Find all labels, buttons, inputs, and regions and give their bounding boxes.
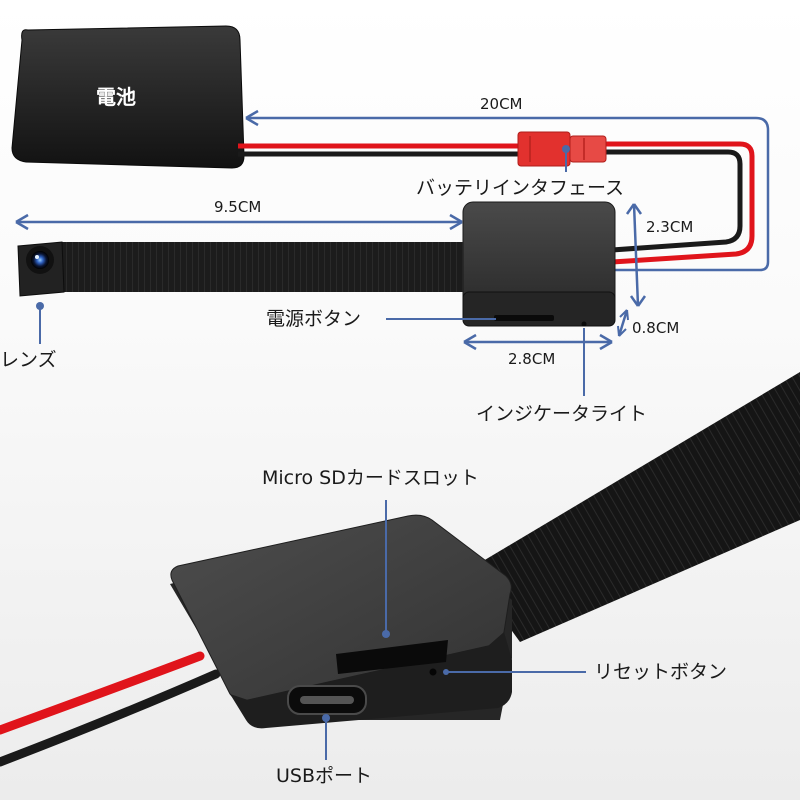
reset-button-callout: リセットボタン: [443, 661, 727, 683]
power-button-slot: [494, 315, 554, 321]
battery-label: 電池: [96, 85, 136, 109]
battery-wires: [238, 141, 755, 265]
lens-callout: レンズ: [0, 302, 57, 371]
usb-port-label: USBポート: [276, 765, 372, 787]
battery-interface-callout: バッテリインタフェース: [416, 145, 624, 199]
reset-button-hole: [429, 668, 437, 676]
bottom-wires: [0, 651, 221, 767]
sd-card-slot: [336, 640, 448, 674]
sd-slot-callout: Micro SDカードスロット: [262, 467, 479, 638]
cable-length-label: 20CM: [480, 95, 523, 113]
sd-slot-label: Micro SDカードスロット: [262, 467, 479, 489]
battery-interface-label: バッテリインタフェース: [416, 177, 624, 199]
lens-label: レンズ: [0, 349, 57, 371]
usb-port-callout: USBポート: [276, 714, 372, 787]
main-module: [462, 201, 616, 327]
lens-cable-length-label: 9.5CM: [214, 198, 261, 216]
bottom-module: [170, 514, 512, 729]
lens-cable-dimension: 9.5CM: [15, 198, 463, 231]
indicator-light-callout: インジケータライト: [476, 328, 647, 425]
indicator-light-label: インジケータライト: [476, 403, 647, 425]
lens-module: [17, 241, 65, 297]
lens-ribbon-cable: [60, 242, 466, 292]
module-thickness-dimension: 0.8CM: [617, 309, 679, 337]
power-button-callout: 電源ボタン: [266, 308, 496, 330]
indicator-light-dot: [581, 321, 587, 327]
cable-length-dimension: 20CM: [245, 95, 770, 272]
module-width-label: 2.8CM: [508, 350, 555, 368]
battery-connector: [517, 131, 607, 167]
module-thickness-label: 0.8CM: [632, 319, 679, 337]
power-button-label: 電源ボタン: [266, 308, 361, 330]
module-width-dimension: 2.8CM: [463, 333, 613, 368]
module-height-label: 2.3CM: [646, 218, 693, 236]
bottom-ribbon-cable: [468, 372, 800, 642]
module-height-dimension: 2.3CM: [625, 203, 693, 307]
battery: 電池: [11, 25, 245, 169]
reset-button-label: リセットボタン: [594, 661, 727, 683]
